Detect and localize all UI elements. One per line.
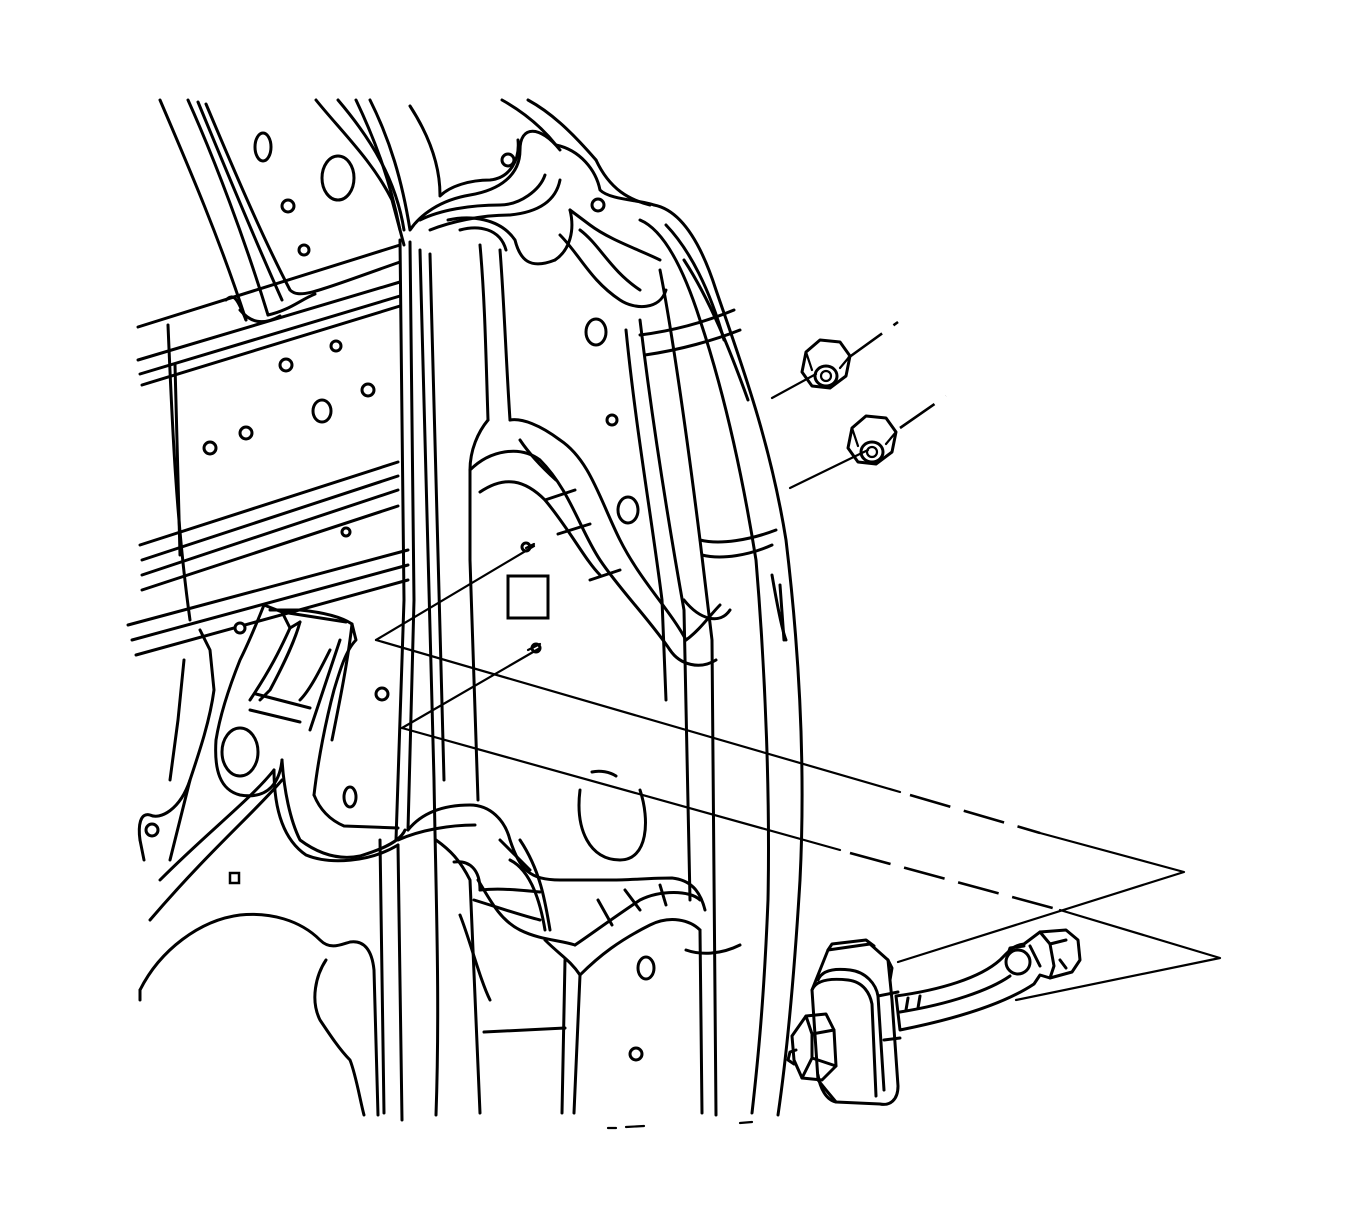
leader-lines: [374, 320, 1222, 1002]
upper-roof-rail: [158, 98, 406, 324]
mounting-nut-lower: [846, 414, 898, 466]
lower-pillar: [396, 803, 754, 1130]
small-square-hole: [228, 871, 241, 885]
inner-reinforcement-bracket: [137, 603, 407, 1117]
square-access-hole: [506, 574, 550, 620]
door-hinge-pillar: [342, 98, 804, 1122]
body-side-panel: [126, 243, 410, 657]
door-check-link: [786, 928, 1082, 1106]
mounting-nut-upper: [800, 338, 852, 390]
